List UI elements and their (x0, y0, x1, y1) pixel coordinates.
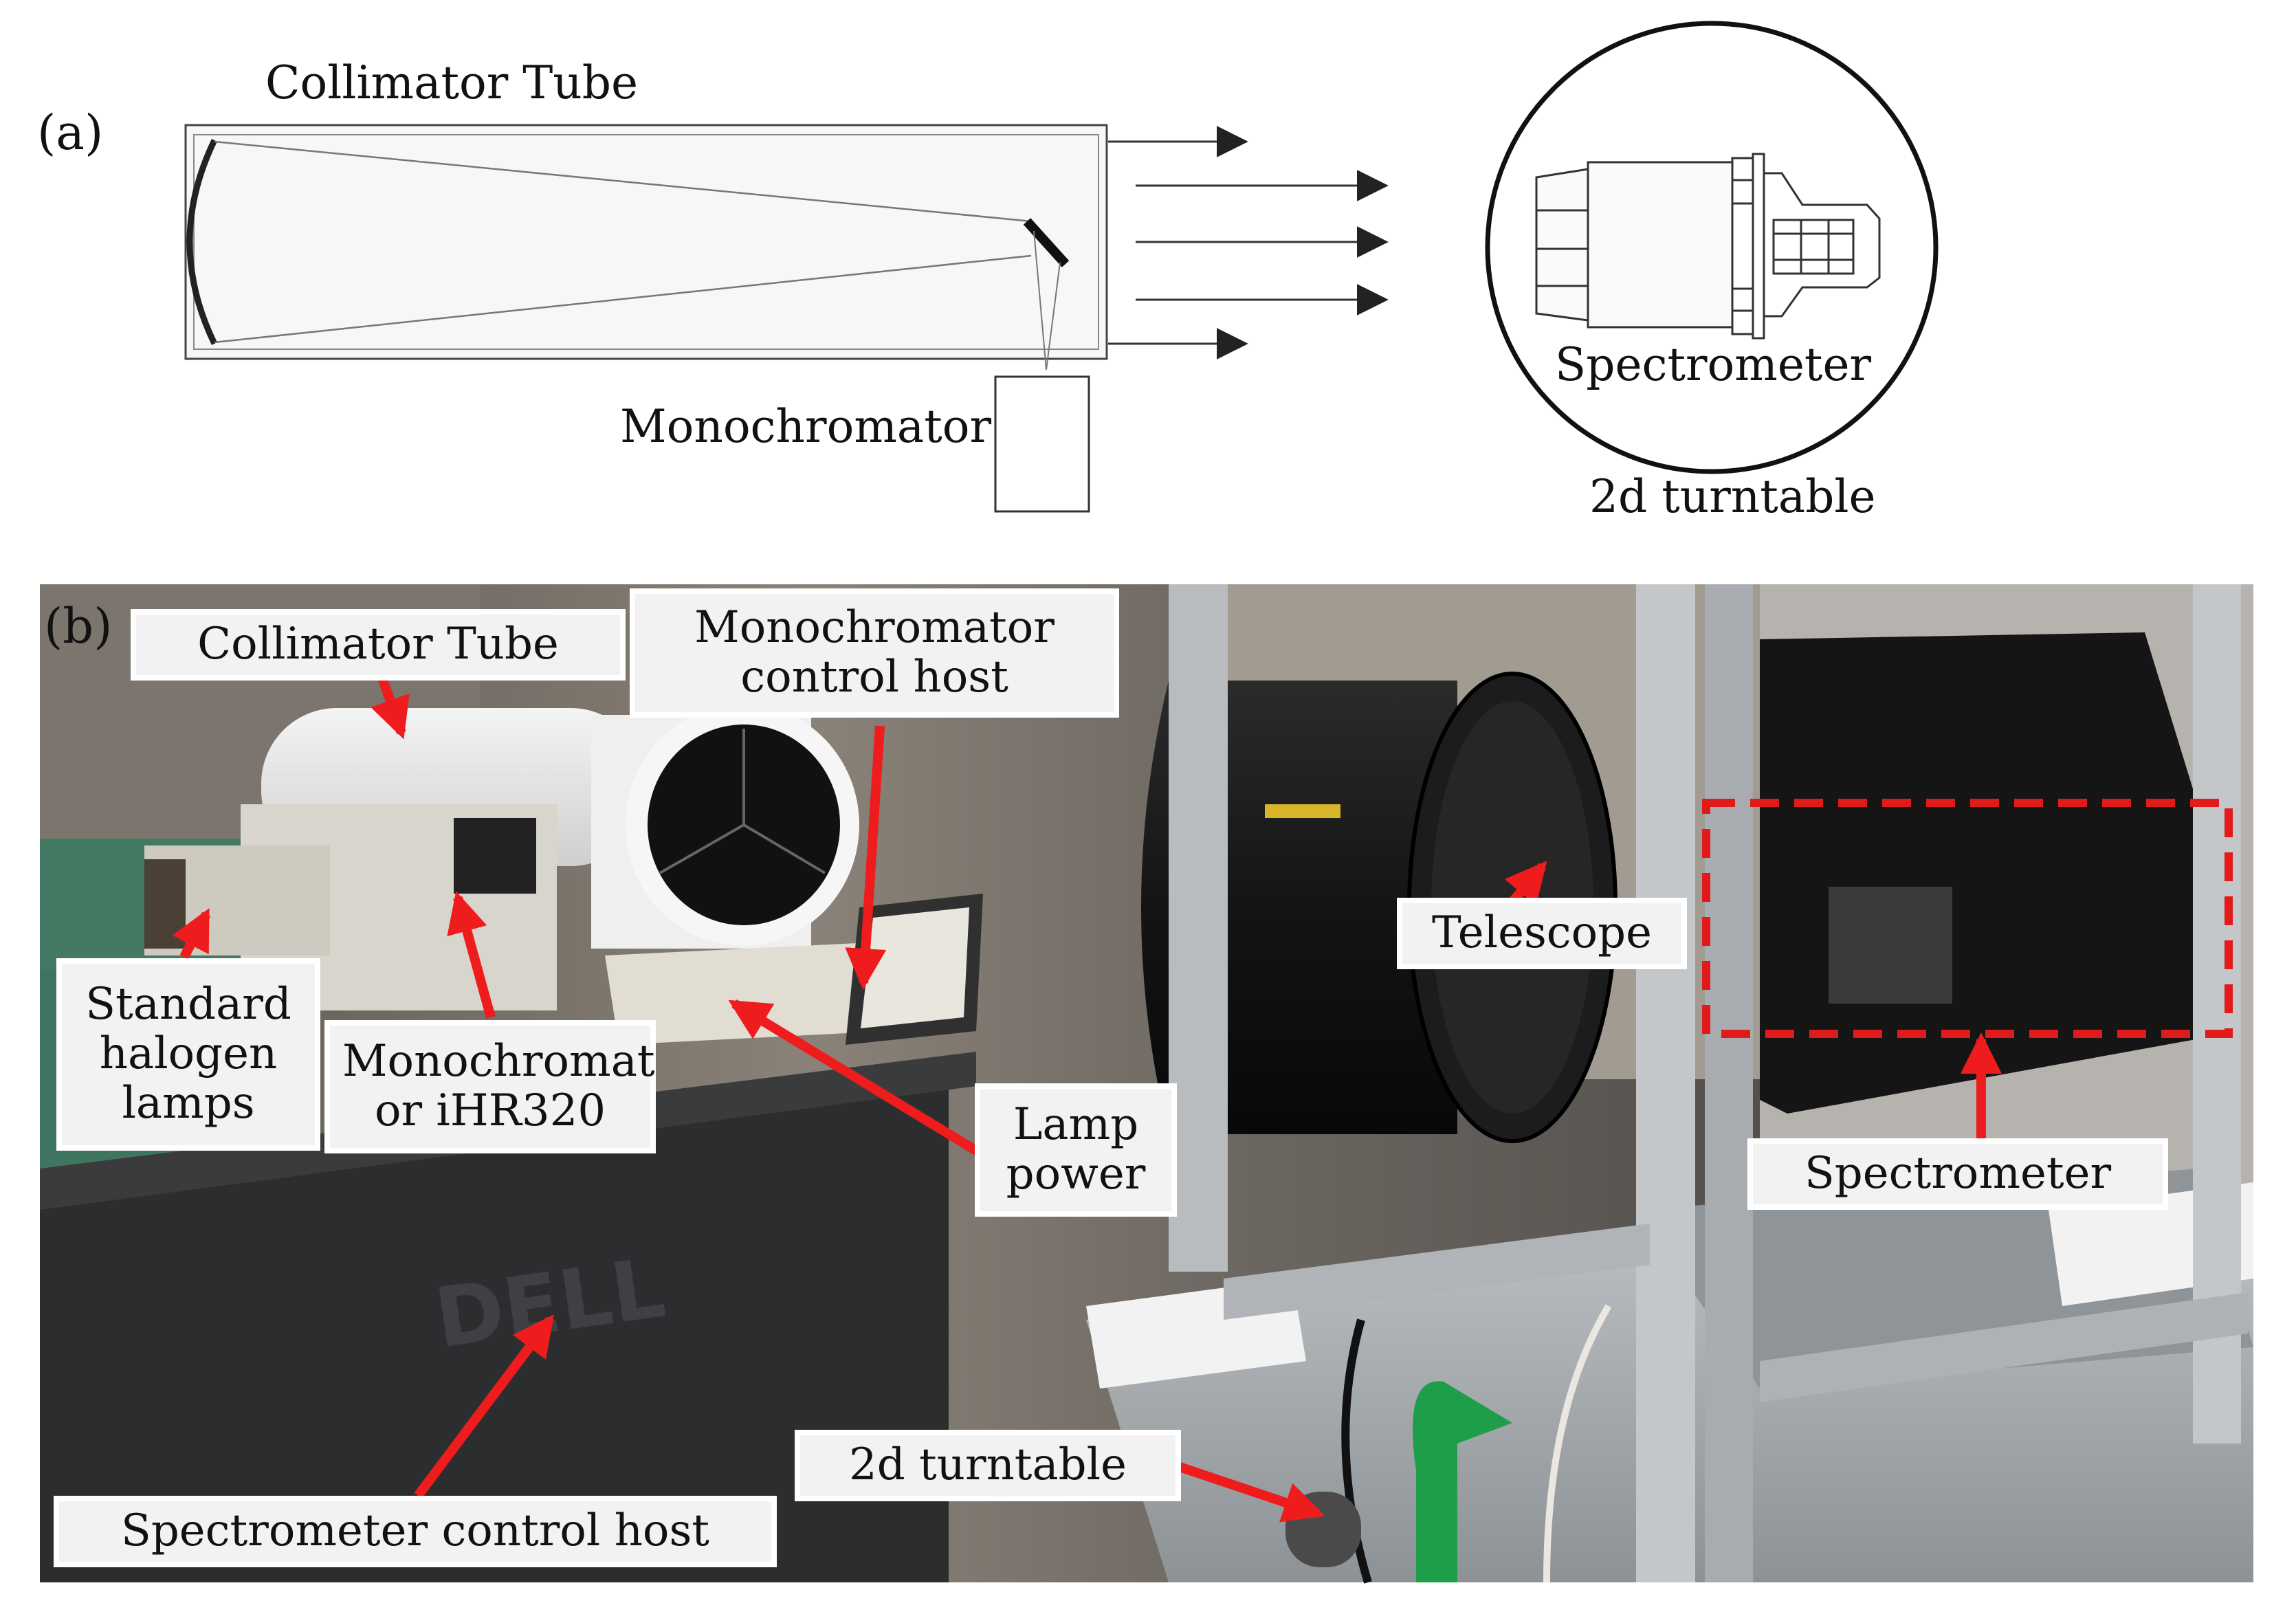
photo-lamp-power (605, 942, 887, 1045)
arrow-collimator-tube (371, 676, 410, 740)
spectrometer-drawing (1535, 153, 1881, 340)
callout-spectrometer: Spectrometer (1752, 1142, 2164, 1206)
label-turntable-a: 2d turntable (1589, 470, 1876, 523)
callout-monochromator-control-host-line1: Monochromator (694, 602, 1055, 654)
callout-lamp-power: Lamp power (979, 1087, 1173, 1213)
arrow-lamp-power (728, 999, 986, 1159)
primary-mirror (186, 139, 218, 345)
photo-frame-post-left (1169, 584, 1228, 1272)
callout-telescope-text: Telescope (1432, 907, 1652, 959)
panel-a-letter: (a) (37, 104, 104, 161)
photo-frame-rail (1224, 1224, 1650, 1320)
callout-monochromator-control-host: Monochromator control host (634, 593, 1115, 714)
callout-spectrometer-control-host: Spectrometer control host (58, 1500, 773, 1563)
arrow-telescope (1504, 861, 1547, 906)
callout-ihr320-line2: or iHR320 (374, 1085, 606, 1136)
callout-collimator-tube-text: Collimator Tube (197, 619, 559, 670)
ray-line-upper (214, 140, 1032, 223)
ray-line-lower (214, 254, 1032, 344)
callout-telescope: Telescope (1401, 902, 1683, 965)
callout-turntable-text: 2d turntable (849, 1439, 1127, 1491)
callout-halogen-line1: Standard (85, 979, 291, 1030)
arrow-spectrometer-control-host (414, 1314, 554, 1499)
callout-spectrometer-text: Spectrometer (1804, 1148, 2112, 1200)
photo-mono-port (454, 818, 536, 894)
collimator-tube-body (184, 124, 1108, 360)
callout-collimator-tube: Collimator Tube (135, 613, 621, 676)
callout-turntable: 2d turntable (799, 1434, 1177, 1497)
callout-arrows (172, 676, 2002, 1523)
label-monochromator-a: Monochromator (620, 400, 992, 453)
callout-halogen-line2: halogen (99, 1028, 278, 1080)
panel-a-diagram (184, 21, 1939, 513)
photo-green-clamp (1413, 1381, 1512, 1582)
callout-lamp-power-line2: power (1006, 1149, 1146, 1200)
photo-frame-post-mid2 (1705, 584, 1753, 1582)
monochromator-box (994, 375, 1090, 513)
panel-b-letter: (b) (44, 598, 113, 654)
arrow-monochromator-control-host (845, 725, 887, 990)
arrow-turntable (1178, 1462, 1325, 1523)
arrow-monochromator-ihr320 (447, 891, 496, 1019)
callout-monochromator-control-host-line2: control host (740, 652, 1008, 703)
callout-standard-halogen-lamps: Standard halogen lamps (60, 962, 316, 1147)
photo-frame-post-mid (1636, 584, 1695, 1582)
ray-to-mono-2 (1046, 262, 1061, 371)
arrow-halogen-lamps (172, 908, 211, 960)
fold-mirror (1023, 218, 1070, 267)
callout-spectrometer-control-host-text: Spectrometer control host (120, 1505, 710, 1557)
callout-ihr320-line1: Monochromat (342, 1036, 655, 1087)
photo-dell-monitor (40, 1072, 949, 1582)
label-spectrometer-a: Spectrometer (1555, 338, 1872, 391)
callout-lamp-power-line1: Lamp (1013, 1099, 1139, 1151)
callout-halogen-line3: lamps (122, 1077, 255, 1129)
collimator-tube-inner (193, 134, 1099, 350)
ray-to-mono-1 (1033, 230, 1047, 371)
callout-monochromator-ihr320: Monochromat or iHR320 (329, 1024, 655, 1149)
label-collimator-tube-a: Collimator Tube (265, 56, 639, 109)
